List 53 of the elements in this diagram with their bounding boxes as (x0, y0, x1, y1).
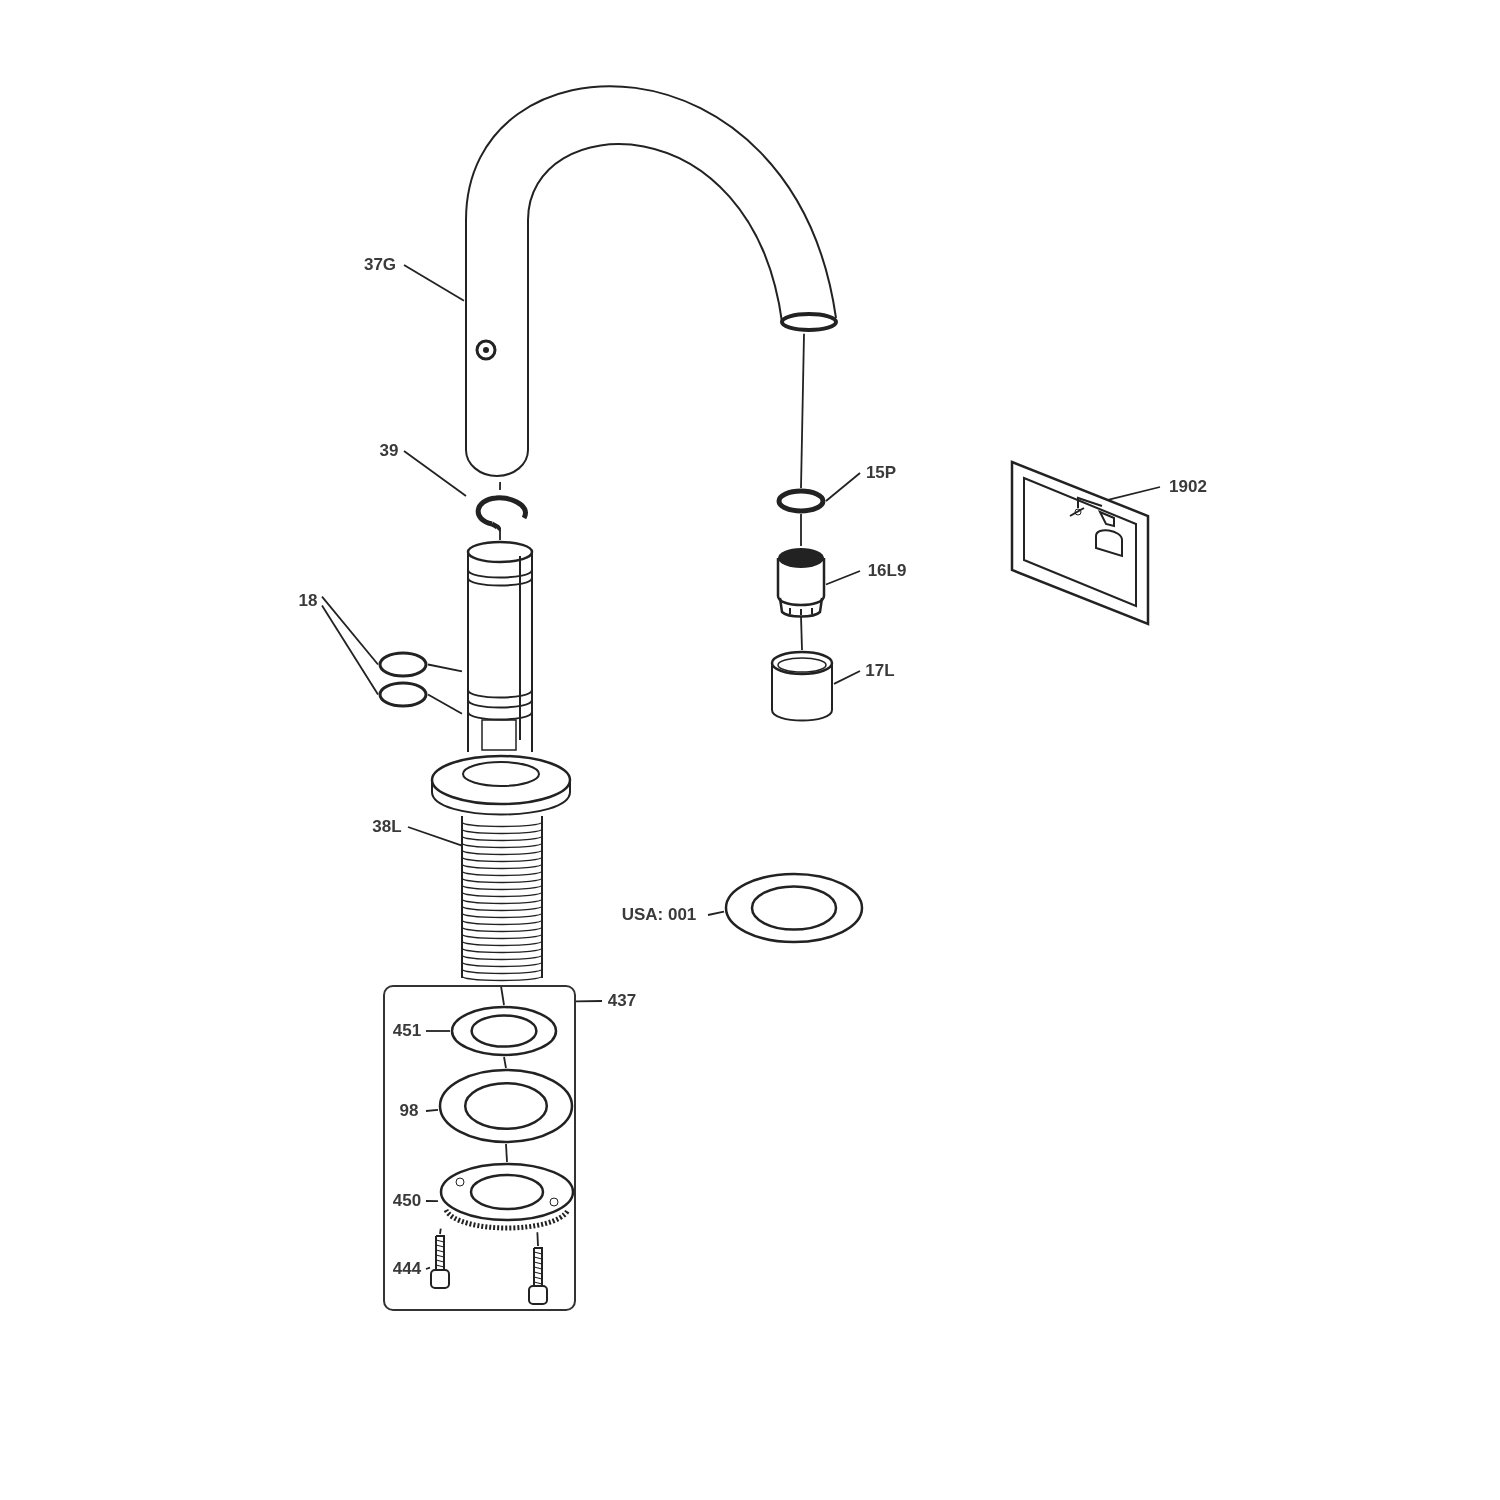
assembly-line (499, 529, 501, 541)
callout-number: USA: 001 (610, 904, 708, 926)
leader-line (321, 595, 379, 666)
callout-number: 18 (294, 590, 322, 612)
assembly-line (439, 1227, 442, 1235)
leader-line (825, 570, 861, 586)
callout-number: 39 (374, 440, 404, 462)
kit-frame (383, 985, 576, 1311)
callout-number: 98 (392, 1100, 426, 1122)
leader-line (407, 826, 463, 847)
leader-line (425, 1200, 439, 1203)
leader-line (575, 1000, 603, 1003)
callout-number: 444 (388, 1258, 426, 1280)
washer-drawing (724, 872, 864, 944)
leader-line (707, 910, 725, 916)
leader-line (403, 450, 467, 497)
leader-line (1107, 486, 1161, 501)
assembly-line (500, 985, 505, 1006)
assembly-line (536, 1231, 539, 1247)
assembly-line (499, 481, 501, 491)
assembly-line (800, 513, 802, 547)
assembly-line (503, 1056, 507, 1069)
assembly-line (427, 693, 463, 715)
washer-drawing (776, 488, 826, 514)
leader-line (425, 1108, 439, 1112)
sleeve-drawing (770, 650, 834, 722)
callout-number: 15P (860, 462, 902, 484)
leader-line (833, 670, 861, 685)
callout-number: 38L (366, 816, 408, 838)
callout-number: 16L9 (860, 560, 914, 582)
leader-line (403, 264, 465, 302)
aerator-drawing (776, 546, 826, 616)
instruction-card-drawing (1010, 460, 1150, 626)
washer-drawing (450, 1005, 558, 1057)
o-ring-drawing (378, 651, 428, 678)
screw-drawing (430, 1234, 450, 1290)
screw-drawing (528, 1246, 548, 1306)
assembly-line (800, 615, 803, 651)
callout-number: 1902 (1160, 476, 1216, 498)
callout-number: 17L (860, 660, 900, 682)
callout-number: 450 (388, 1190, 426, 1212)
callout-number: 37G (356, 254, 404, 276)
callout-number: 451 (388, 1020, 426, 1042)
assembly-line (505, 1143, 508, 1163)
assembly-line (427, 663, 463, 673)
assembly-line (800, 332, 805, 489)
leader-line (425, 1030, 451, 1032)
o-ring-drawing (378, 681, 428, 708)
leader-line (321, 604, 379, 696)
leader-line (825, 472, 861, 502)
leader-line (425, 1266, 431, 1270)
gasket-drawing (438, 1068, 574, 1144)
callout-number: 437 (602, 990, 642, 1012)
